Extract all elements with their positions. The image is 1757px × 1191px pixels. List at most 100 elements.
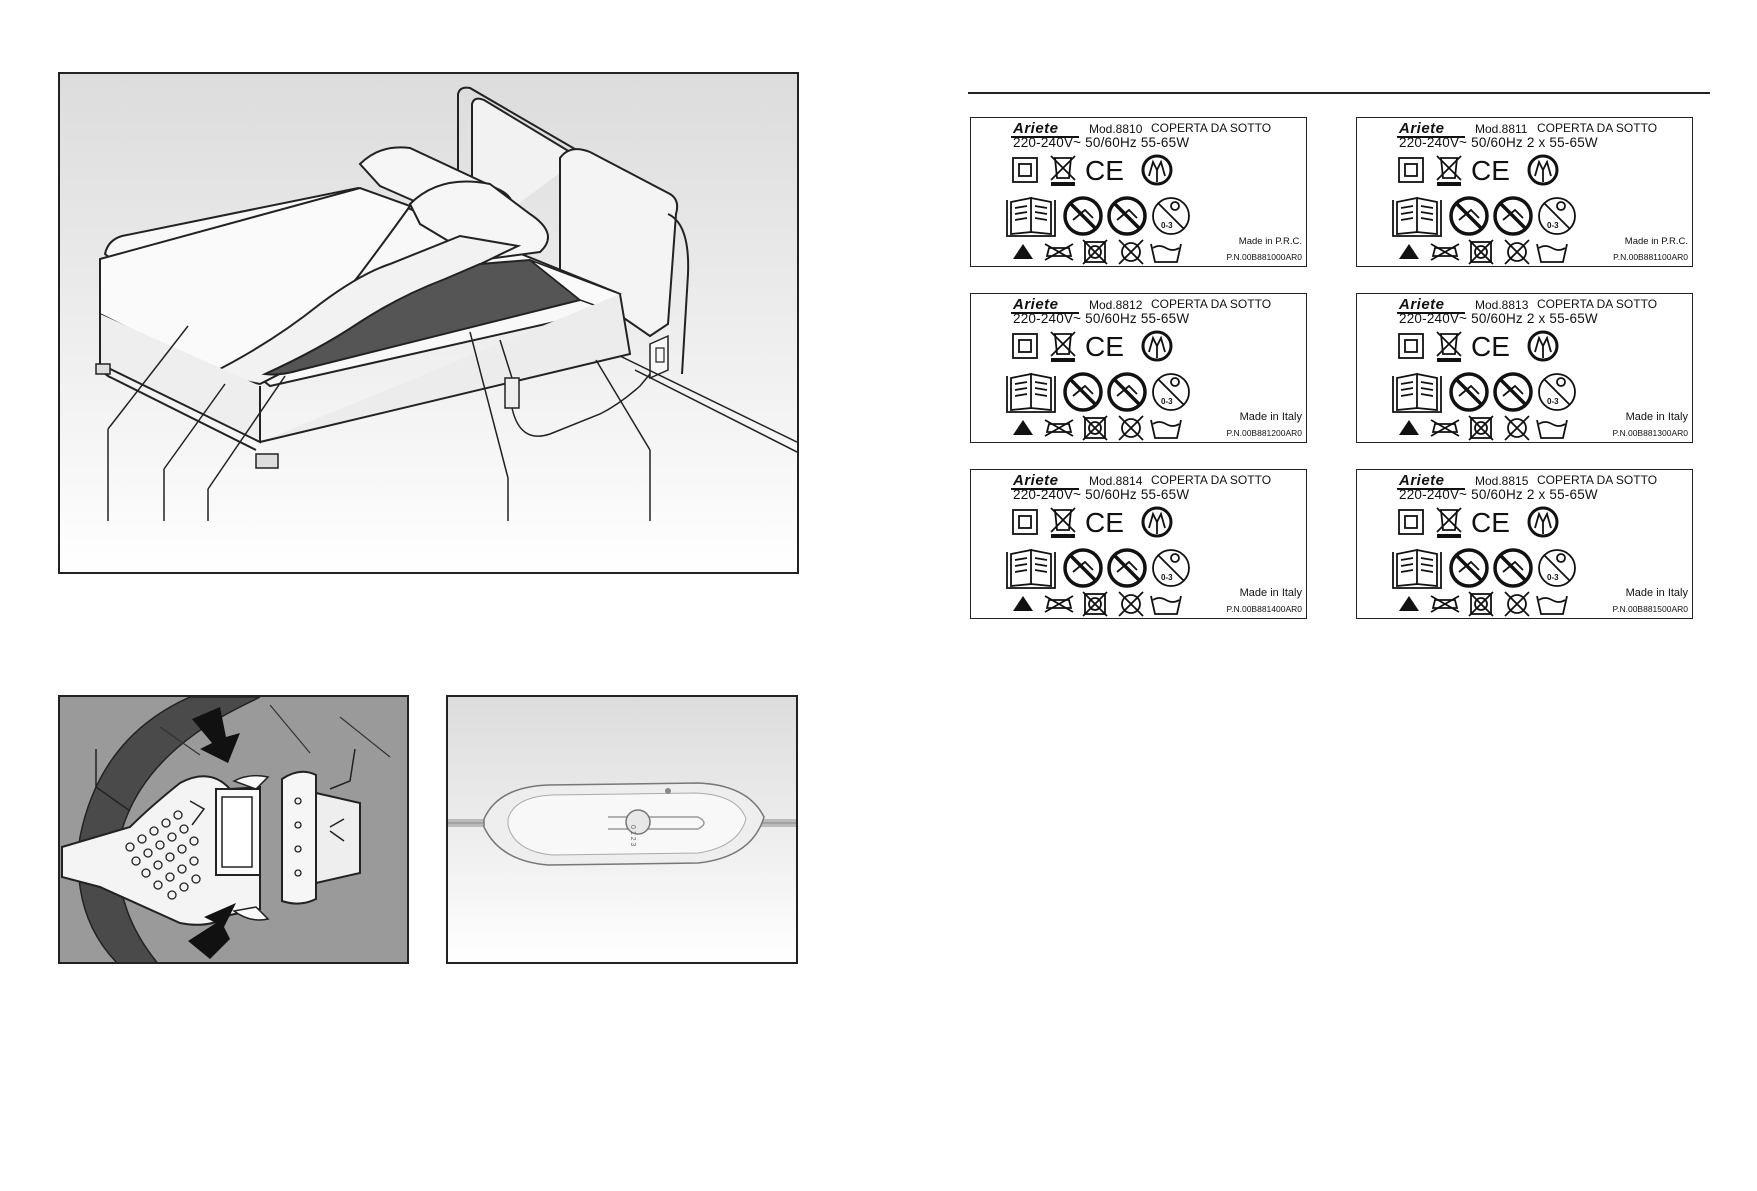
- model-number: Mod.8814: [1089, 474, 1143, 488]
- imq-mark-icon: [1141, 330, 1173, 362]
- do-not-fold-icon: [1063, 196, 1103, 236]
- imq-mark-icon: [1527, 506, 1559, 538]
- ce-mark-icon: CE: [1471, 507, 1510, 538]
- ce-mark-icon: CE: [1085, 155, 1124, 186]
- part-number: P.N.00B881200AR0: [1226, 428, 1302, 438]
- model-number: Mod.8812: [1089, 298, 1143, 312]
- rating-label: Ariete Mod.8813 COPERTA DA SOTTO 220-240…: [1356, 293, 1693, 443]
- weee-bin-icon: [1050, 331, 1076, 357]
- do-not-tumble-dry-icon: [1468, 591, 1494, 617]
- double-insulation-icon: [1012, 509, 1038, 535]
- do-not-iron-icon: [1430, 595, 1460, 613]
- electrical-specs: 220-240V~ 50/60Hz 2 x 55-65W: [1399, 487, 1598, 502]
- made-in: Made in P.R.C.: [1624, 236, 1688, 247]
- part-number: P.N.00B881300AR0: [1612, 428, 1688, 438]
- wash-tub-icon: [1536, 595, 1568, 615]
- do-not-dry-clean-icon: [1504, 591, 1530, 617]
- wash-tub-icon: [1150, 419, 1182, 439]
- rating-label: Ariete Mod.8810 COPERTA DA SOTTO 220-240…: [970, 117, 1307, 267]
- no-pins-icon: [1493, 372, 1533, 412]
- brand-logo: Ariete: [1399, 120, 1445, 137]
- do-not-iron-icon: [1044, 419, 1074, 437]
- age-range-text: 0-3: [1547, 573, 1559, 582]
- do-not-tumble-dry-icon: [1082, 239, 1108, 265]
- no-pins-icon: [1107, 372, 1147, 412]
- rating-label: Ariete Mod.8815 COPERTA DA SOTTO 220-240…: [1356, 469, 1693, 619]
- figure-bed-illustration: [58, 72, 799, 574]
- imq-mark-icon: [1527, 330, 1559, 362]
- not-for-infants-icon: [1152, 373, 1190, 411]
- bleach-icon: [1399, 420, 1419, 435]
- not-for-infants-icon: [1538, 549, 1576, 587]
- age-range-text: 0-3: [1161, 221, 1173, 230]
- do-not-iron-icon: [1044, 595, 1074, 613]
- electrical-specs: 220-240V~ 50/60Hz 55-65W: [1013, 135, 1190, 150]
- do-not-dry-clean-icon: [1504, 239, 1530, 265]
- do-not-iron-icon: [1430, 243, 1460, 261]
- model-number: Mod.8810: [1089, 122, 1143, 136]
- do-not-tumble-dry-icon: [1082, 591, 1108, 617]
- do-not-dry-clean-icon: [1504, 415, 1530, 441]
- weee-bin-icon: [1050, 155, 1076, 181]
- double-insulation-icon: [1398, 157, 1424, 183]
- imq-mark-icon: [1527, 154, 1559, 186]
- product-type: COPERTA DA SOTTO: [1537, 121, 1658, 135]
- bed-drawing: [95, 86, 797, 521]
- bleach-icon: [1013, 420, 1033, 435]
- electrical-specs: 220-240V~ 50/60Hz 2 x 55-65W: [1399, 135, 1598, 150]
- electrical-specs: 220-240V~ 50/60Hz 55-65W: [1013, 487, 1190, 502]
- label-symbols: CE 0-3: [1006, 330, 1190, 441]
- do-not-dry-clean-icon: [1118, 591, 1144, 617]
- double-insulation-icon: [1012, 333, 1038, 359]
- wash-tub-icon: [1536, 243, 1568, 263]
- do-not-iron-icon: [1044, 243, 1074, 261]
- product-type: COPERTA DA SOTTO: [1151, 473, 1272, 487]
- ce-mark-icon: CE: [1085, 331, 1124, 362]
- product-type: COPERTA DA SOTTO: [1151, 297, 1272, 311]
- made-in: Made in P.R.C.: [1238, 236, 1302, 247]
- wash-tub-icon: [1536, 419, 1568, 439]
- manual-icon: [1006, 548, 1056, 589]
- connector-drawing: [61, 697, 391, 962]
- not-for-infants-icon: [1538, 373, 1576, 411]
- brand-logo: Ariete: [1013, 472, 1059, 489]
- age-range-text: 0-3: [1547, 221, 1559, 230]
- electrical-specs: 220-240V~ 50/60Hz 2 x 55-65W: [1399, 311, 1598, 326]
- manual-icon: [1392, 548, 1442, 589]
- manual-icon: [1392, 196, 1442, 237]
- double-insulation-icon: [1398, 509, 1424, 535]
- do-not-tumble-dry-icon: [1468, 415, 1494, 441]
- manual-icon: [1006, 372, 1056, 413]
- do-not-fold-icon: [1449, 196, 1489, 236]
- age-range-text: 0-3: [1161, 573, 1173, 582]
- part-number: P.N.00B881400AR0: [1226, 604, 1302, 614]
- ce-mark-icon: CE: [1471, 155, 1510, 186]
- age-range-text: 0-3: [1161, 397, 1173, 406]
- made-in: Made in Italy: [1625, 411, 1688, 423]
- controller-dial-marks: 0 1 2 3: [629, 825, 636, 847]
- figure-controller-illustration: 0 1 2 3: [446, 695, 798, 964]
- product-type: COPERTA DA SOTTO: [1151, 121, 1272, 135]
- imq-mark-icon: [1141, 154, 1173, 186]
- double-insulation-icon: [1398, 333, 1424, 359]
- figure-connector-illustration: [58, 695, 409, 964]
- product-type: COPERTA DA SOTTO: [1537, 297, 1658, 311]
- brand-logo: Ariete: [1013, 120, 1059, 137]
- model-number: Mod.8811: [1475, 122, 1528, 136]
- bleach-icon: [1399, 244, 1419, 259]
- manual-icon: [1006, 196, 1056, 237]
- weee-bin-icon: [1050, 507, 1076, 533]
- made-in: Made in Italy: [1239, 587, 1302, 599]
- no-pins-icon: [1107, 196, 1147, 236]
- brand-logo: Ariete: [1399, 296, 1445, 313]
- label-symbols: CE0-3: [1392, 330, 1576, 441]
- no-pins-icon: [1107, 548, 1147, 588]
- rating-label: Ariete Mod.8811 COPERTA DA SOTTO 220-240…: [1356, 117, 1693, 267]
- do-not-dry-clean-icon: [1118, 415, 1144, 441]
- plug-vent-holes: [125, 810, 201, 900]
- model-number: Mod.8815: [1475, 474, 1529, 488]
- bleach-icon: [1399, 596, 1419, 611]
- made-in: Made in Italy: [1239, 411, 1302, 423]
- wash-tub-icon: [1150, 595, 1182, 615]
- do-not-dry-clean-icon: [1118, 239, 1144, 265]
